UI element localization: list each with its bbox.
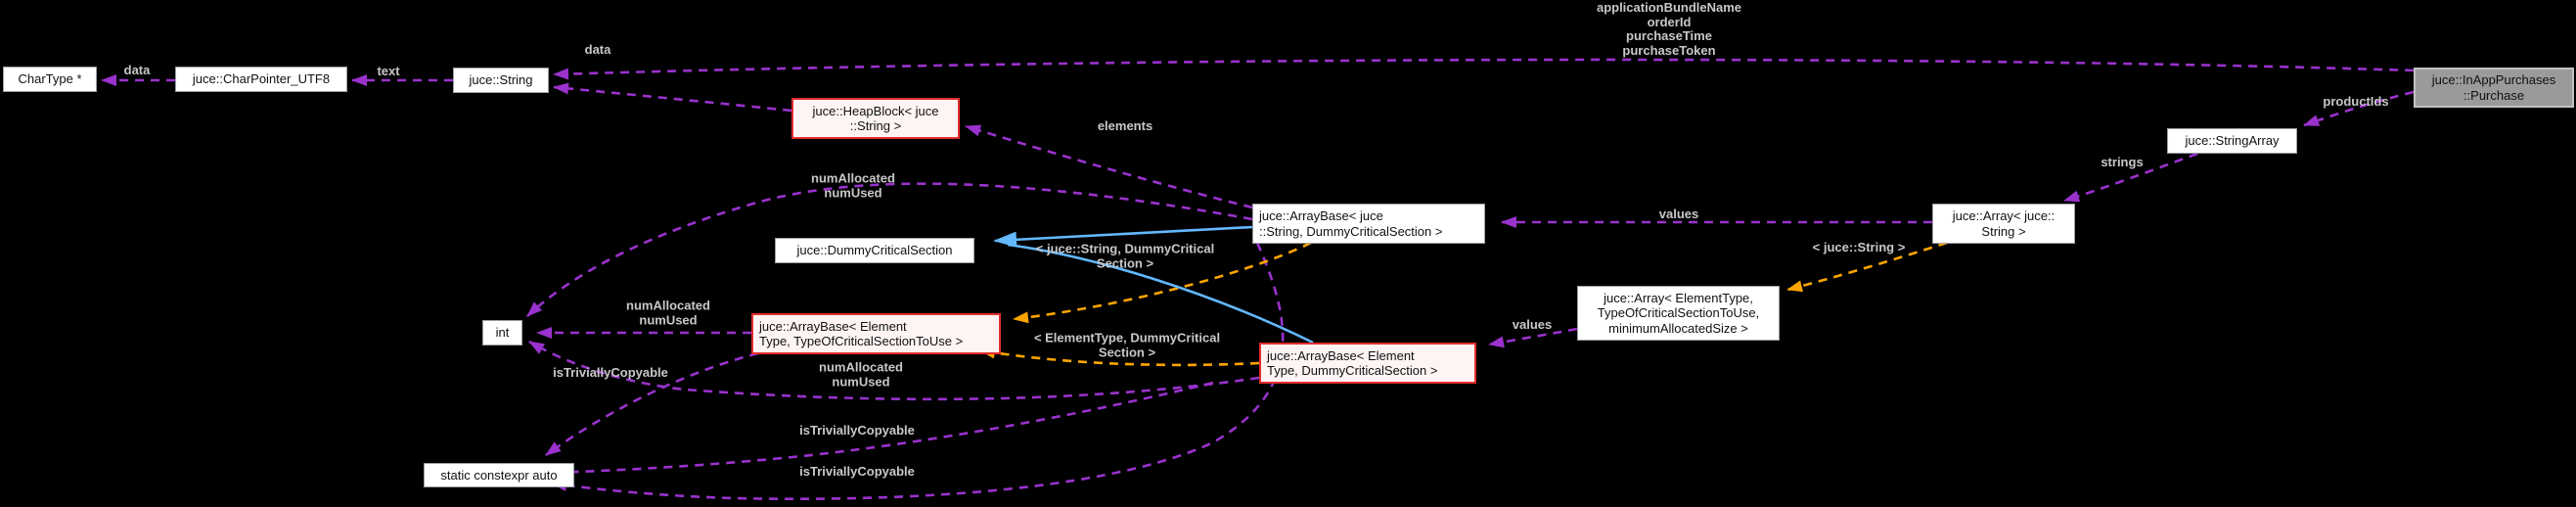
edge-inherit-arraybase-string <box>993 225 1253 248</box>
node-charpointer-utf8[interactable]: juce::CharPointer_UTF8 <box>175 67 347 92</box>
node-label: juce::ArrayBase< Element Type, DummyCrit… <box>1267 347 1438 379</box>
node-arraybase-string-dcs[interactable]: juce::ArrayBase< juce ::String, DummyCri… <box>1252 204 1485 244</box>
edge-label-template-element-dcs: < ElementType, DummyCritical Section > <box>1033 330 1221 359</box>
edge-label-elements: elements <box>1097 117 1153 133</box>
node-arraybase-template[interactable]: juce::ArrayBase< Element Type, TypeOfCri… <box>751 313 1001 354</box>
node-string[interactable]: juce::String <box>453 68 549 93</box>
edge-numallocated-element <box>528 340 1260 401</box>
edge-label-istriviallycopyable-1: isTriviallyCopyable <box>553 364 668 380</box>
edge-label-template-string-dcs: < juce::String, DummyCritical Section > <box>1035 241 1215 270</box>
edge-label-data-string: data <box>584 41 611 57</box>
edge-label-istriviallycopyable-2: isTriviallyCopyable <box>799 422 915 438</box>
node-int[interactable]: int <box>482 320 522 346</box>
edge-template-string-dcs <box>1013 241 1312 324</box>
node-label: juce::HeapBlock< juce ::String > <box>812 103 939 134</box>
node-label: juce::Array< ElementType, TypeOfCritical… <box>1597 290 1760 336</box>
edge-strings <box>2063 152 2198 203</box>
edge-productids <box>2303 90 2415 127</box>
node-array-juce-string[interactable]: juce::Array< juce:: String > <box>1932 204 2075 244</box>
edge-label-values-element: values <box>1512 316 1553 332</box>
node-label: juce::DummyCriticalSection <box>796 243 953 258</box>
edge-label-numallocated-1: numAllocated numUsed <box>811 170 895 200</box>
edge-istriviallycopyable-template <box>545 351 759 457</box>
node-label: juce::ArrayBase< Element Type, TypeOfCri… <box>759 318 964 349</box>
edge-istriviallycopyable-element <box>553 381 1214 479</box>
node-label: juce::Array< juce:: String > <box>1952 208 2056 239</box>
edge-label-text: text <box>377 63 400 78</box>
edge-label-numallocated-2: numAllocated numUsed <box>626 298 710 327</box>
node-label: CharType * <box>18 71 82 87</box>
node-inapppurchases-purchase: juce::InAppPurchases ::Purchase <box>2414 68 2574 108</box>
node-static-constexpr-auto[interactable]: static constexpr auto <box>424 463 574 487</box>
node-label: int <box>495 325 510 341</box>
edge-label-numallocated-3: numAllocated numUsed <box>819 359 903 389</box>
node-label: juce::ArrayBase< juce ::String, DummyCri… <box>1259 208 1443 239</box>
edge-purchase-members <box>553 58 2415 80</box>
edge-elements <box>965 124 1253 209</box>
edge-label-strings: strings <box>2101 154 2144 169</box>
edge-label-values-string: values <box>1658 206 1699 221</box>
node-stringarray[interactable]: juce::StringArray <box>2167 128 2297 154</box>
edge-template-juce-string <box>1786 241 1948 293</box>
edge-label-productids: productIds <box>2323 93 2389 109</box>
edge-label-purchase-members: applicationBundleName orderId purchaseTi… <box>1596 0 1742 58</box>
edge-numallocated-string <box>526 182 1253 317</box>
node-heapblock-string[interactable]: juce::HeapBlock< juce ::String > <box>791 98 960 139</box>
node-arraybase-element-dcs[interactable]: juce::ArrayBase< Element Type, DummyCrit… <box>1259 343 1476 384</box>
edge-label-istriviallycopyable-3: isTriviallyCopyable <box>799 463 915 479</box>
edge-inherit-arraybase-element <box>1007 243 1314 345</box>
edge-values-element <box>1488 327 1578 348</box>
node-array-template[interactable]: juce::Array< ElementType, TypeOfCritical… <box>1577 286 1780 341</box>
edge-label-template-juce-string: < juce::String > <box>1812 239 1906 254</box>
node-label: juce::InAppPurchases ::Purchase <box>2431 72 2556 103</box>
node-label: juce::StringArray <box>2185 133 2280 149</box>
node-label: static constexpr auto <box>440 467 558 483</box>
edge-data-string <box>553 82 792 113</box>
edge-label-data-chartype: data <box>123 62 151 77</box>
edge-template-element-dcs <box>979 346 1260 367</box>
node-dummycriticalsection[interactable]: juce::DummyCriticalSection <box>775 238 974 263</box>
node-chartype[interactable]: CharType * <box>3 67 97 92</box>
node-label: juce::CharPointer_UTF8 <box>192 71 331 87</box>
node-label: juce::String <box>469 72 533 88</box>
edge-istriviallycopyable-string <box>551 242 1285 501</box>
